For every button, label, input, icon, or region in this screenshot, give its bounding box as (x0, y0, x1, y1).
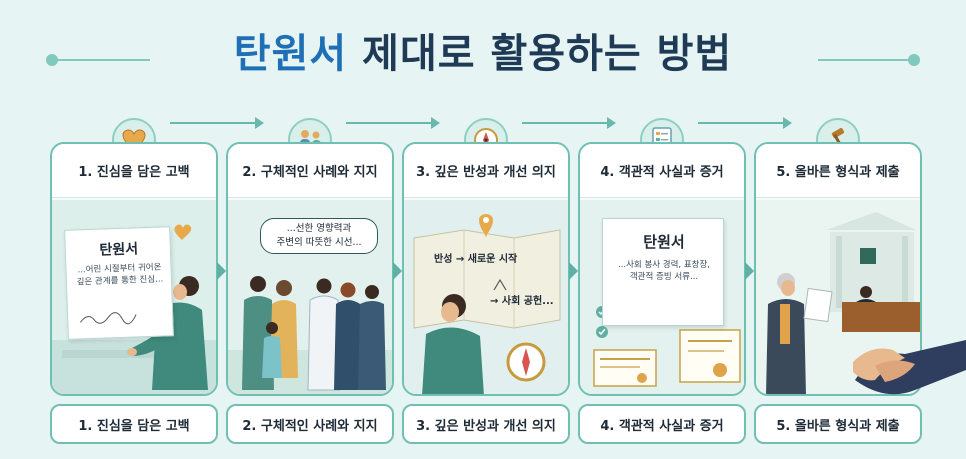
title-rest: 제대로 활용하는 방법 (362, 31, 733, 77)
chevron-right-icon (393, 262, 402, 280)
step-label-2: 2. 구체적인 사례와 지지 (226, 404, 394, 444)
step-label-3: 3. 깊은 반성과 개선 의지 (402, 404, 570, 444)
title-decoration-dot-right (908, 54, 920, 66)
signature-mark (79, 312, 137, 325)
petition-document-1: 탄원서 ...어린 시절부터 귀어온 깊은 관계를 통한 진심... (64, 226, 174, 340)
chevron-right-icon (217, 262, 226, 280)
map-path-row-2: → 사회 공헌... (490, 292, 554, 307)
step-card-1: 1. 진심을 담은 고백 탄원서 ...어린 시절부터 귀어온 깊은 관계를 통… (50, 142, 218, 396)
evidence-doc-text: ...사회 봉사 경력, 표창장, 객관적 증빙 서류... (605, 259, 723, 283)
page-title: 탄원서 제대로 활용하는 방법 (0, 20, 966, 80)
speech-bubble-line-2: 주변의 따뜻한 시선... (276, 237, 362, 248)
step-card-2-title: 2. 구체적인 사례와 지지 (228, 144, 392, 198)
step-card-5: 5. 올바른 형식과 제출 (754, 142, 922, 396)
map-next-label: 사회 공헌... (501, 296, 554, 307)
chevron-right-icon (745, 262, 754, 280)
step-card-5-title: 5. 올바른 형식과 제출 (756, 144, 920, 198)
step-label-4: 4. 객관적 사실과 증거 (578, 404, 746, 444)
step-card-5-illustration (756, 200, 920, 394)
evidence-doc-title: 탄원서 (643, 233, 685, 251)
map-arrow-2: → (490, 296, 502, 307)
map-arrow: → (455, 254, 468, 265)
map-from-label: 반성 (434, 254, 453, 265)
evidence-doc-line-2: 객관적 증빙 서류... (629, 272, 699, 282)
step-label-1: 1. 진심을 담은 고백 (50, 404, 218, 444)
flow-arrow-1 (170, 117, 264, 129)
title-decoration-right (818, 59, 913, 61)
flow-arrow-3 (522, 117, 616, 129)
petition-document-2: 탄원서 ...사회 봉사 경력, 표창장, 객관적 증빙 서류... (602, 218, 724, 326)
map-path-row-1: 반성 → 새로운 시작 (434, 250, 517, 265)
petition-doc-title: 탄원서 (99, 241, 139, 259)
handshake-illustration (853, 340, 966, 395)
step-card-3-illustration (404, 200, 568, 394)
evidence-doc-line-1: ...사회 봉사 경력, 표창장, (618, 260, 710, 270)
step-card-4-title: 4. 객관적 사실과 증거 (580, 144, 744, 198)
speech-bubble: ...선한 영향력과 주변의 따뜻한 시선... (260, 218, 378, 254)
title-decoration-left (55, 59, 150, 61)
title-accent: 탄원서 (233, 31, 348, 77)
step-card-2: 2. 구체적인 사례와 지지 ...선한 영향력과 주변의 따뜻한 시선... (226, 142, 394, 396)
step-card-3: 3. 깊은 반성과 개선 의지 반성 → 새로운 시작 → 사회 공헌... (402, 142, 570, 396)
petition-doc-line-2: 깊은 관계를 통한 진심... (76, 274, 164, 288)
map-to-label: 새로운 시작 (467, 254, 518, 265)
step-card-4: 4. 객관적 사실과 증거 탄원서 ...사회 봉사 경력, 표창장, 객관적 … (578, 142, 746, 396)
petition-doc-text: ...어린 시절부터 귀어온 깊은 관계를 통한 진심... (68, 261, 171, 289)
title-decoration-dot-left (46, 54, 58, 66)
step-card-2-illustration (228, 200, 392, 394)
step-card-3-title: 3. 깊은 반성과 개선 의지 (404, 144, 568, 198)
speech-bubble-line-1: ...선한 영향력과 (286, 223, 352, 234)
chevron-right-icon (569, 262, 578, 280)
step-label-5: 5. 올바른 형식과 제출 (754, 404, 922, 444)
flow-arrow-4 (698, 117, 792, 129)
flow-arrow-2 (346, 117, 440, 129)
step-card-1-title: 1. 진심을 담은 고백 (52, 144, 216, 198)
